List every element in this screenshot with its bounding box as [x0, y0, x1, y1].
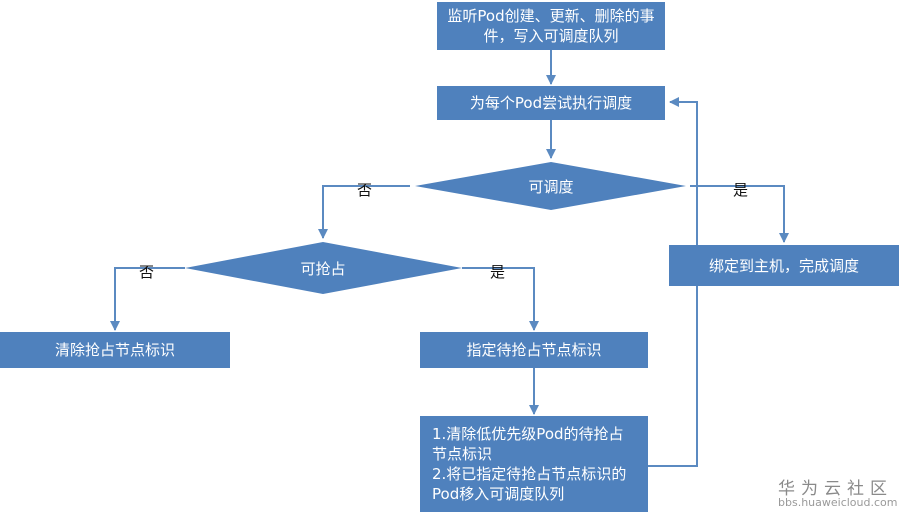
schedulable-label: 可调度 [528, 177, 574, 196]
clear-preempt-text: 清除抢占节点标识 [54, 341, 175, 359]
preemptible-yes-label: 是 [490, 263, 506, 281]
preemptible-label: 可抢占 [300, 259, 346, 278]
arrow-preemptible-yes [462, 267, 539, 331]
bind-host-box: 绑定到主机，完成调度 [669, 245, 899, 286]
arrow-schedulable-yes [690, 185, 789, 243]
preemptible-decision [185, 242, 462, 294]
final-step-1-text: 1.清除低优先级Pod的待抢占节点标识 [432, 425, 624, 463]
preemptible-no-label: 否 [139, 263, 155, 281]
watch-events-box: 监听Pod创建、更新、删除的事件，写入可调度队列 [437, 2, 665, 50]
arrow-schedulable-no [318, 185, 410, 239]
schedulable-decision [415, 162, 686, 210]
final-actions-box: 1.清除低优先级Pod的待抢占节点标识 2.将已指定待抢占节点标识的Pod移入可… [420, 416, 648, 512]
set-preempt-text: 指定待抢占节点标识 [466, 341, 602, 359]
final-step-2-text: 2.将已指定待抢占节点标识的Pod移入可调度队列 [432, 465, 627, 503]
set-preempt-box: 指定待抢占节点标识 [420, 332, 648, 368]
bind-host-text: 绑定到主机，完成调度 [708, 256, 859, 275]
watermark-brand: 华为云社区 [778, 479, 893, 499]
try-schedule-text: 为每个Pod尝试执行调度 [469, 94, 633, 112]
arrow-preemptible-no [110, 267, 185, 331]
watermark-url: bbs.huaweicloud.com [778, 496, 898, 509]
clear-preempt-box: 清除抢占节点标识 [0, 332, 230, 368]
watch-events-text: 监听Pod创建、更新、删除的事件，写入可调度队列 [447, 7, 655, 45]
schedulable-yes-label: 是 [733, 181, 749, 199]
try-schedule-box: 为每个Pod尝试执行调度 [437, 86, 665, 120]
schedulable-no-label: 否 [357, 181, 373, 199]
